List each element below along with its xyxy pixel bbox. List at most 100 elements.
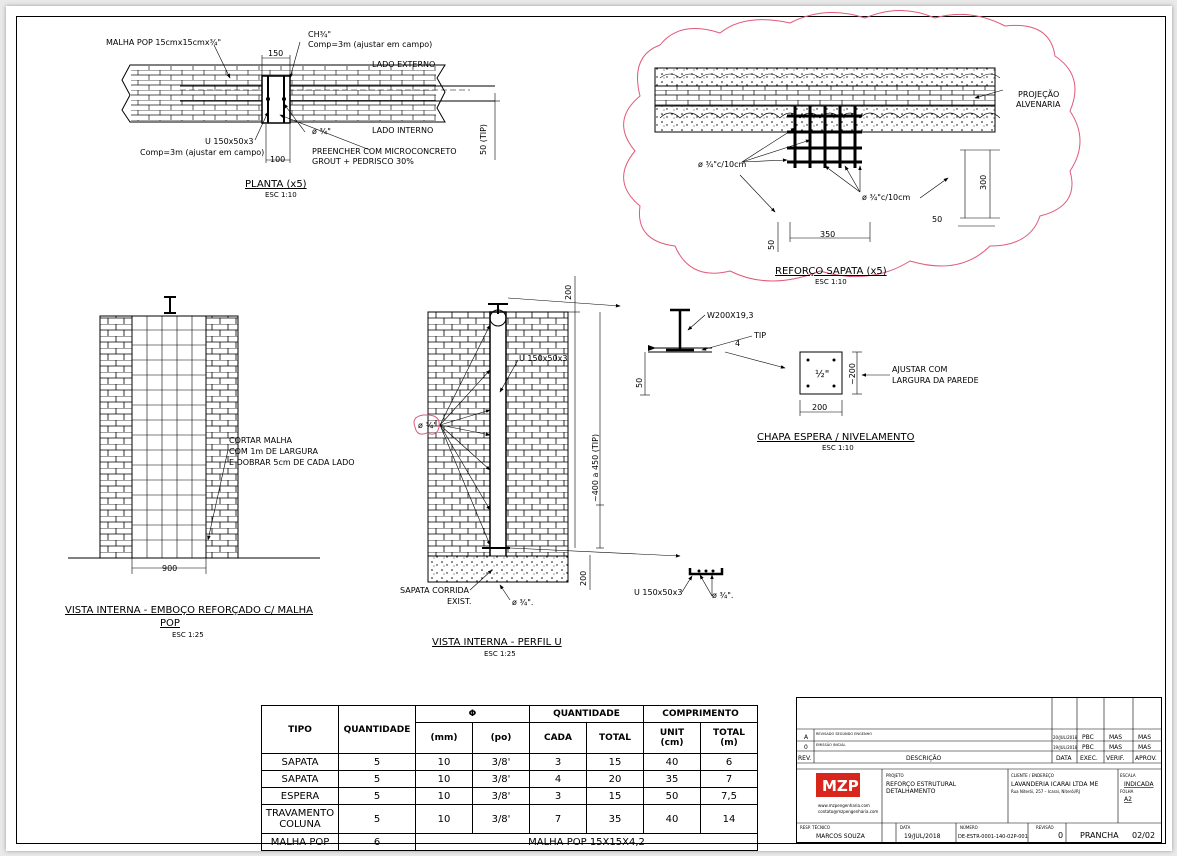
chapa-x-label: ½" [815, 368, 829, 380]
svg-text:VERIF.: VERIF. [1106, 755, 1124, 762]
sapata-dim350: 350 [820, 230, 835, 239]
detalhe-u-label: U 150x50x3 [634, 588, 682, 597]
svg-text:EXEC.: EXEC. [1080, 755, 1098, 762]
svg-text:Rua Niterói, 257 – Icaraí, Nit: Rua Niterói, 257 – Icaraí, Niterói/RJ [1011, 789, 1080, 794]
planta-preencher-1: PREENCHER COM MICROCONCRETO [312, 147, 457, 156]
detalhe-w-tip: TIP [753, 331, 766, 340]
sapata-phi-1: ø ¾"c/10cm [698, 160, 747, 169]
svg-text:CLIENTE / ENDEREÇO: CLIENTE / ENDEREÇO [1011, 773, 1054, 778]
emboco-title-1: VISTA INTERNA - EMBOÇO REFORÇADO C/ MALH… [65, 605, 313, 616]
svg-text:MAS: MAS [1138, 744, 1151, 751]
svg-text:ESCALA: ESCALA [1120, 773, 1136, 778]
sapata-phi-2: ø ¾"c/10cm [862, 193, 911, 202]
planta-detail: MALHA POP 15cmx15cmx¾" CH¾" Comp=3m (aju… [106, 30, 500, 199]
svg-text:NÚMERO: NÚMERO [960, 825, 978, 830]
th-quantidade: QUANTIDADE [338, 705, 416, 754]
svg-text:DESCRIÇÃO: DESCRIÇÃO [906, 755, 942, 762]
chapa-scale: ESC 1:10 [822, 444, 854, 452]
svg-text:RESP. TÉCNICO: RESP. TÉCNICO [800, 825, 830, 830]
svg-text:INDICADA: INDICADA [1124, 781, 1154, 788]
emboco-cortar-2: COM 1m DE LARGURA [229, 447, 318, 456]
svg-text:DATA: DATA [900, 825, 911, 830]
detalhe-w-dim50: 50 [635, 378, 644, 388]
emboco-dim900: 900 [162, 564, 177, 573]
perfil-detail: 200 U 150x50x3 ø ¾" ~400 a 450 (TIP) 200… [400, 276, 681, 658]
planta-phi: ø ¾" [312, 127, 331, 136]
sapata-projecao-1: PROJEÇÃO [1018, 89, 1059, 99]
planta-u-comp: Comp=3m (ajustar em campo) [140, 148, 264, 157]
sapata-dim50b: 50 [767, 240, 776, 250]
svg-text:19/JUL/2018: 19/JUL/2018 [1053, 745, 1078, 750]
planta-lado-externo: LADO EXTERNO [372, 60, 435, 69]
planta-preencher-2: GROUT + PEDRISCO 30% [312, 157, 414, 166]
planta-ch-label: CH¾" [308, 30, 331, 39]
svg-text:PBC: PBC [1082, 734, 1094, 741]
svg-text:DETALHAMENTO: DETALHAMENTO [886, 788, 936, 795]
planta-dim150: 150 [268, 49, 283, 58]
planta-u-label: U 150x50x3 [205, 137, 253, 146]
materials-table: TIPO QUANTIDADE Φ QUANTIDADE COMPRIMENTO… [261, 705, 758, 851]
svg-text:MAS: MAS [1109, 734, 1122, 741]
th-quant-group: QUANTIDADE [529, 705, 644, 723]
perfil-u-label: U 150x50x3 [519, 354, 567, 363]
emboco-detail: CORTAR MALHA COM 1m DE LARGURA E DOBRAR … [65, 296, 355, 639]
perfil-dim200-top: 200 [564, 285, 573, 300]
planta-malha-label: MALHA POP 15cmx15cmx¾" [106, 38, 221, 47]
chapa-detail: ½" ~200 200 AJUSTAR COM LARGURA DA PARED… [757, 351, 979, 452]
th-mm: (mm) [415, 722, 473, 754]
svg-text:REV.: REV. [798, 755, 811, 762]
perfil-phi: ø ¾" [418, 421, 437, 430]
th-po: (po) [472, 722, 530, 754]
svg-text:FOLHA: FOLHA [1120, 789, 1134, 794]
th-comp-group: COMPRIMENTO [643, 705, 758, 723]
planta-lado-interno: LADO INTERNO [372, 126, 433, 135]
svg-text:20/JUL/2018: 20/JUL/2018 [1053, 735, 1078, 740]
planta-ch-comp: Comp=3m (ajustar em campo) [308, 40, 432, 49]
svg-text:REFORÇO ESTRUTURAL: REFORÇO ESTRUTURAL [886, 781, 957, 788]
emboco-cortar-3: E DOBRAR 5cm DE CADA LADO [229, 458, 355, 467]
perfil-sapata-2: EXIST. [447, 597, 471, 606]
planta-title: PLANTA (x5) [245, 179, 307, 190]
detalhe-u-phi: ø ¾". [712, 591, 733, 600]
th-total-m: TOTAL(m) [700, 722, 758, 754]
perfil-sapata-1: SAPATA CORRIDA [400, 586, 470, 595]
svg-text:PBC: PBC [1082, 744, 1094, 751]
detalhe-w-label: W200X19,3 [707, 311, 753, 320]
chapa-dim200-v: ~200 [848, 363, 857, 385]
planta-scale: ESC 1:10 [265, 191, 297, 199]
emboco-scale: ESC 1:25 [172, 631, 204, 639]
svg-text:MAS: MAS [1109, 744, 1122, 751]
th-phi: Φ [415, 705, 530, 723]
svg-text:contato@mzpengenharia.com: contato@mzpengenharia.com [818, 809, 878, 814]
sapata-detail: PROJEÇÃO ALVENARIA ø ¾"c/10cm ø ¾"c/10cm… [623, 10, 1081, 286]
svg-text:DATA: DATA [1056, 755, 1072, 762]
perfil-phi-bot: ø ¾". [512, 598, 533, 607]
svg-text:EMISSÃO INICIAL: EMISSÃO INICIAL [816, 742, 846, 747]
svg-text:A2: A2 [1124, 796, 1132, 803]
svg-text:0: 0 [1058, 831, 1063, 840]
sapata-dim50a: 50 [932, 215, 942, 224]
svg-text:A: A [804, 734, 809, 741]
perfil-title: VISTA INTERNA - PERFIL U [432, 637, 562, 648]
emboco-cortar-1: CORTAR MALHA [229, 436, 293, 445]
chapa-ajustar-1: AJUSTAR COM [892, 365, 947, 374]
mzp-logo: MZP [822, 777, 859, 795]
svg-text:PROJETO: PROJETO [886, 773, 904, 778]
th-unit: UNIT(cm) [643, 722, 701, 754]
svg-text:02/02: 02/02 [1132, 831, 1155, 840]
sapata-scale: ESC 1:10 [815, 278, 847, 286]
chapa-ajustar-2: LARGURA DA PAREDE [892, 376, 979, 385]
sapata-dim300: 300 [979, 175, 988, 190]
planta-dim50: 50 (TIP) [479, 124, 488, 155]
svg-text:PRANCHA: PRANCHA [1080, 831, 1119, 840]
emboco-title-2: POP [160, 618, 180, 629]
th-cada: CADA [529, 722, 587, 754]
detalhe-u: U 150x50x3 ø ¾". [634, 568, 733, 600]
chapa-title: CHAPA ESPERA / NIVELAMENTO [757, 432, 915, 443]
